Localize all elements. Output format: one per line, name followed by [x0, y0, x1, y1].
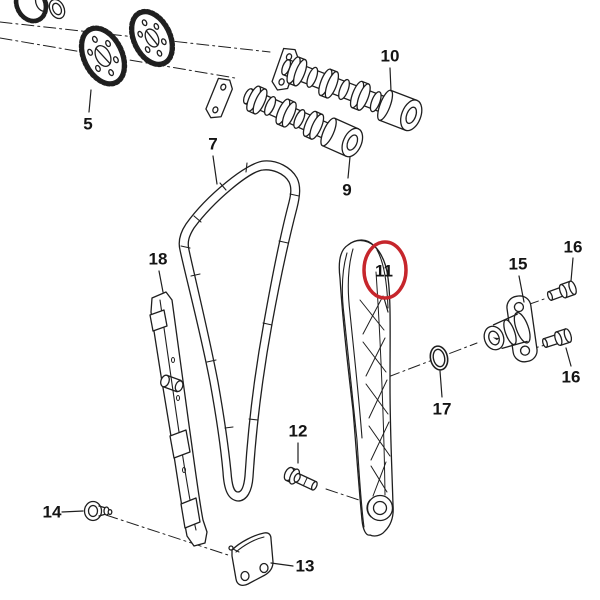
part-label-10[interactable]: 10: [380, 46, 400, 66]
tensioner-15-drawing: [483, 295, 538, 363]
part-label-17[interactable]: 17: [432, 399, 452, 419]
part-label-14[interactable]: 14: [42, 502, 62, 522]
timing-chain-7-drawing: [178, 160, 301, 502]
bolt-16-top-drawing: [546, 280, 577, 301]
part-label-12[interactable]: 12: [288, 421, 308, 441]
part-label-9[interactable]: 9: [342, 180, 352, 200]
tensioner-arm-11-drawing: [338, 239, 394, 537]
bracket-13-drawing: [228, 532, 274, 586]
part-label-16-top[interactable]: 16: [563, 237, 583, 257]
leader-lines: [61, 67, 574, 567]
sprockets-5-drawing: [13, 0, 176, 87]
chain-guide-18-drawing: [149, 291, 208, 547]
highlight-ring: [362, 240, 408, 300]
part-label-16-bottom[interactable]: 16: [561, 367, 581, 387]
part-label-15[interactable]: 15: [508, 254, 528, 274]
part-label-7[interactable]: 7: [208, 134, 218, 154]
o-ring-17-drawing: [429, 345, 449, 371]
part-label-5[interactable]: 5: [83, 114, 93, 134]
camshaft-holder-front: [205, 77, 233, 119]
pivot-bolt-12-drawing: [283, 466, 318, 491]
camshaft-10-drawing: [281, 56, 423, 132]
camshaft-9-drawing: [242, 85, 364, 158]
part-label-18[interactable]: 18: [148, 249, 168, 269]
part-label-13[interactable]: 13: [295, 556, 315, 576]
bolt-16-bottom-drawing: [541, 328, 573, 348]
part-label-11[interactable]: 11: [375, 261, 393, 281]
camshaft-holder-rear: [271, 47, 299, 91]
bolt-14-drawing: [83, 500, 113, 522]
